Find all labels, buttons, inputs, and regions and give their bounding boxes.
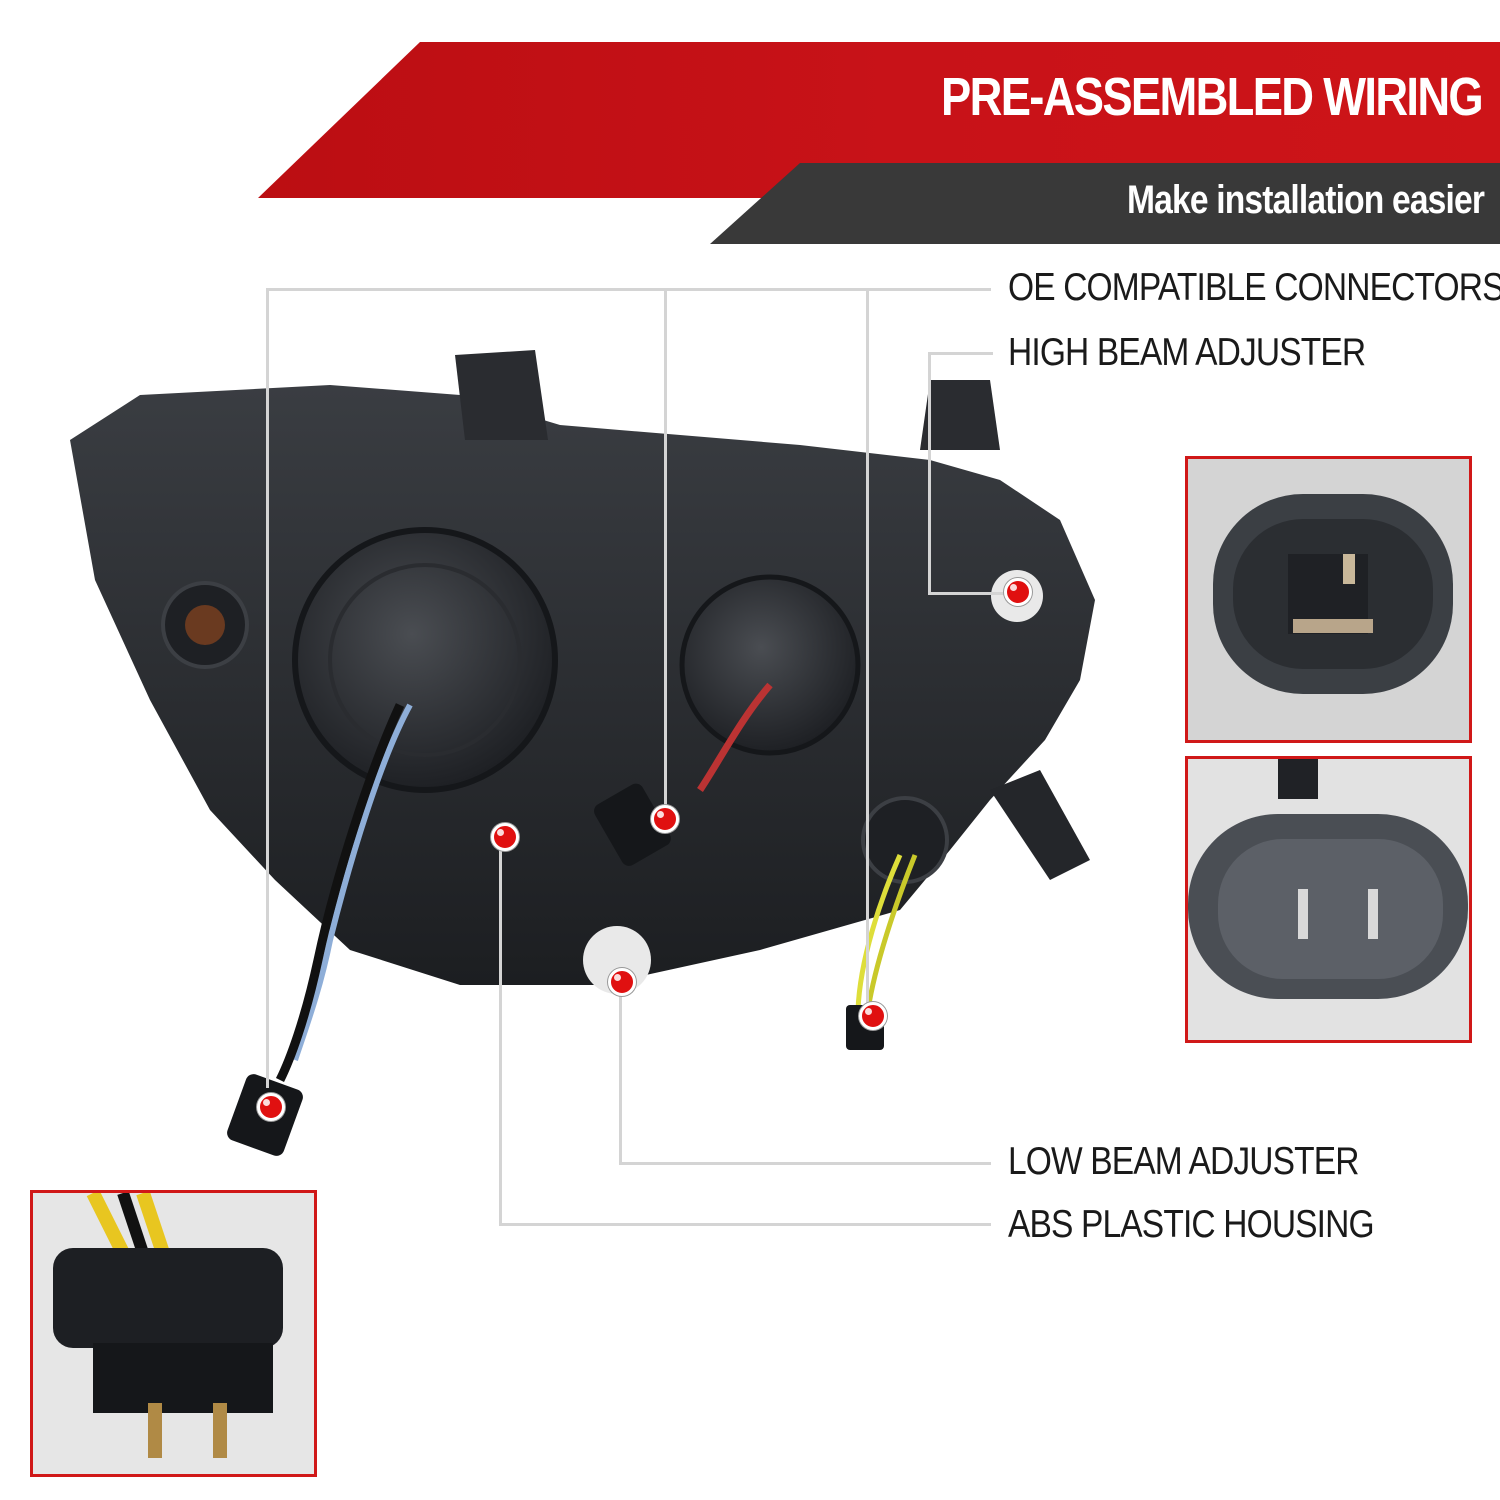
feature-label-high-beam-adjuster: HIGH BEAM ADJUSTER [1008, 331, 1366, 374]
callout-line-housing-h [499, 1223, 991, 1226]
marker-low-beam-adjuster [608, 968, 636, 996]
callout-line-connectors-right [866, 288, 869, 1010]
feature-label-abs-housing: ABS PLASTIC HOUSING [1008, 1203, 1375, 1246]
callout-line-housing-v [499, 833, 502, 1225]
callout-line-high-beam-v [928, 352, 931, 595]
callout-line-high-beam-h2 [928, 592, 1018, 595]
connector-closeup-3 [33, 1193, 314, 1474]
inset-connector-photo-2 [1185, 756, 1472, 1043]
callout-line-connectors-top [266, 288, 991, 291]
connector-closeup-1 [1188, 459, 1469, 740]
callout-line-low-beam-v [619, 980, 622, 1164]
marker-abs-housing [491, 823, 519, 851]
callout-line-low-beam-h [619, 1162, 991, 1165]
feature-label-oe-connectors: OE COMPATIBLE CONNECTORS [1008, 266, 1500, 309]
callout-line-connectors-mid [664, 288, 667, 813]
page-title: PRE-ASSEMBLED WIRING [941, 67, 1484, 127]
connector-closeup-2 [1188, 759, 1469, 1040]
marker-connector-low-beam [257, 1093, 285, 1121]
marker-connector-side [859, 1002, 887, 1030]
subtitle-banner [710, 163, 1500, 244]
feature-label-low-beam-adjuster: LOW BEAM ADJUSTER [1008, 1140, 1360, 1183]
inset-connector-photo-3 [30, 1190, 317, 1477]
marker-connector-high-beam [651, 805, 679, 833]
callout-line-high-beam-h [928, 352, 993, 355]
page-subtitle: Make installation easier [1126, 178, 1485, 222]
callout-line-connectors-left [266, 288, 269, 1088]
marker-high-beam-adjuster [1004, 578, 1032, 606]
inset-connector-photo-1 [1185, 456, 1472, 743]
